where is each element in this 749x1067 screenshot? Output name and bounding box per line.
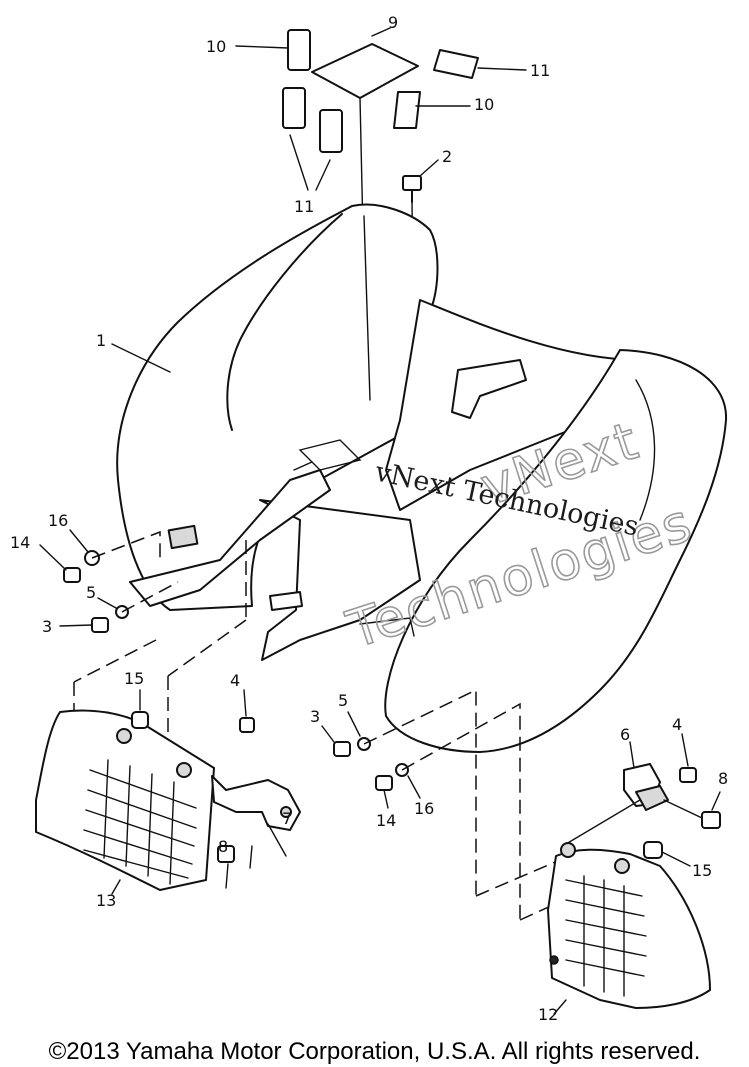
mudguard-12-slats (565, 875, 647, 997)
mudguard-13 (35, 689, 215, 895)
callout-14-left: 14 (10, 533, 30, 552)
callout-16-right: 16 (414, 799, 434, 818)
mudguard-13-slats (83, 759, 197, 885)
callout-16-left: 16 (48, 511, 68, 530)
bracket-6 (565, 733, 721, 845)
callout-15-left: 15 (124, 669, 144, 688)
callout-1: 1 (96, 331, 106, 350)
bracket-7 (211, 689, 301, 889)
callout-9: 9 (388, 13, 398, 32)
callout-15-right: 15 (692, 861, 712, 880)
callout-11-right: 11 (530, 61, 550, 80)
callout-labels: 1 2 3 3 4 4 5 5 6 7 8 8 9 10 10 11 11 12… (10, 13, 728, 1024)
mudguard-12 (547, 841, 711, 1015)
callout-5-right: 5 (338, 691, 348, 710)
decal-parts (235, 27, 527, 413)
decal-10-top (287, 29, 311, 71)
callout-14-right: 14 (376, 811, 396, 830)
callout-2: 2 (442, 147, 452, 166)
decal-9 (311, 43, 419, 99)
rear-fender (111, 203, 728, 753)
callout-12: 12 (538, 1005, 558, 1024)
callout-10-right: 10 (474, 95, 494, 114)
callout-11-left: 11 (294, 197, 314, 216)
callout-5-left: 5 (86, 583, 96, 602)
decal-11-left-a (282, 87, 306, 129)
callout-4-left: 4 (230, 671, 240, 690)
copyright-notice: ©2013 Yamaha Motor Corporation, U.S.A. A… (48, 1038, 701, 1065)
decal-10-right (393, 91, 421, 129)
callout-7: 7 (282, 809, 292, 828)
callout-8-left: 8 (218, 837, 228, 856)
parts-diagram: vNext Technologies vNext Technologies 1 … (10, 13, 728, 1024)
callout-6: 6 (620, 725, 630, 744)
callout-3-right: 3 (310, 707, 320, 726)
decal-11-left-b (319, 109, 343, 153)
decal-11-right (433, 49, 479, 79)
callout-4-right: 4 (672, 715, 682, 734)
callout-10-top: 10 (206, 37, 226, 56)
callout-13: 13 (96, 891, 116, 910)
callout-8-right: 8 (718, 769, 728, 788)
callout-3-left: 3 (42, 617, 52, 636)
right-hardware (321, 688, 631, 921)
